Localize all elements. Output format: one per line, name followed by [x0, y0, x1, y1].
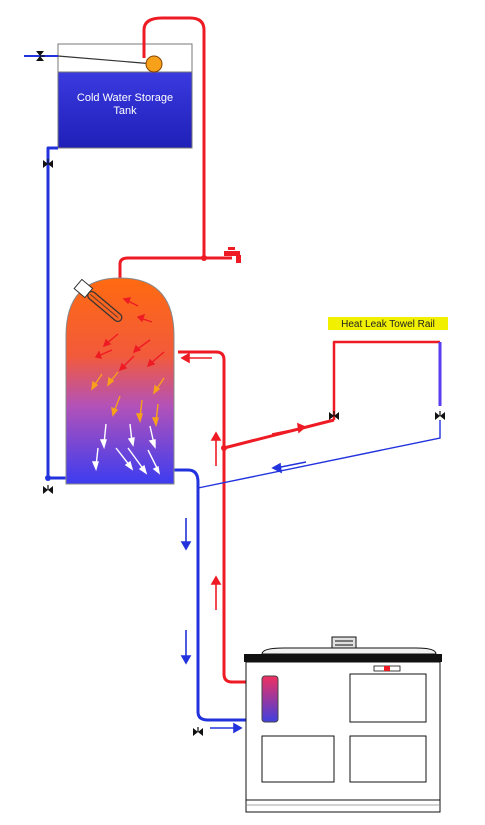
float-ball-icon — [145, 55, 163, 73]
towel-rail-return-pipe — [197, 420, 441, 489]
tank-label-line1: Cold Water Storage — [77, 92, 173, 104]
pipe-flow-arrows — [180, 352, 307, 734]
range-cooker-icon — [244, 636, 442, 813]
hot-tap-icon[interactable] — [224, 247, 241, 263]
immersion-heater-icon — [73, 278, 123, 323]
towel-rail-valve-icon[interactable] — [434, 410, 446, 421]
towel-rail: Heat Leak Towel Rail — [328, 317, 448, 408]
convection-flow-arrows — [91, 297, 165, 475]
pipe-junction — [221, 445, 227, 451]
hot-water-cylinder — [65, 277, 175, 485]
tank-label-line2: Tank — [113, 105, 137, 117]
boiler-heat-exchanger — [261, 675, 279, 723]
cold-water-pipework — [46, 146, 264, 722]
hot-water-pipework — [118, 16, 440, 684]
towel-rail-label: Heat Leak Towel Rail — [341, 319, 435, 330]
pipe-junction — [45, 475, 51, 481]
cold-water-storage-tank: Cold Water Storage Tank — [57, 43, 193, 149]
valve-icon[interactable] — [42, 484, 54, 495]
valve-icon[interactable] — [192, 726, 204, 737]
pipe-junction — [201, 255, 207, 261]
